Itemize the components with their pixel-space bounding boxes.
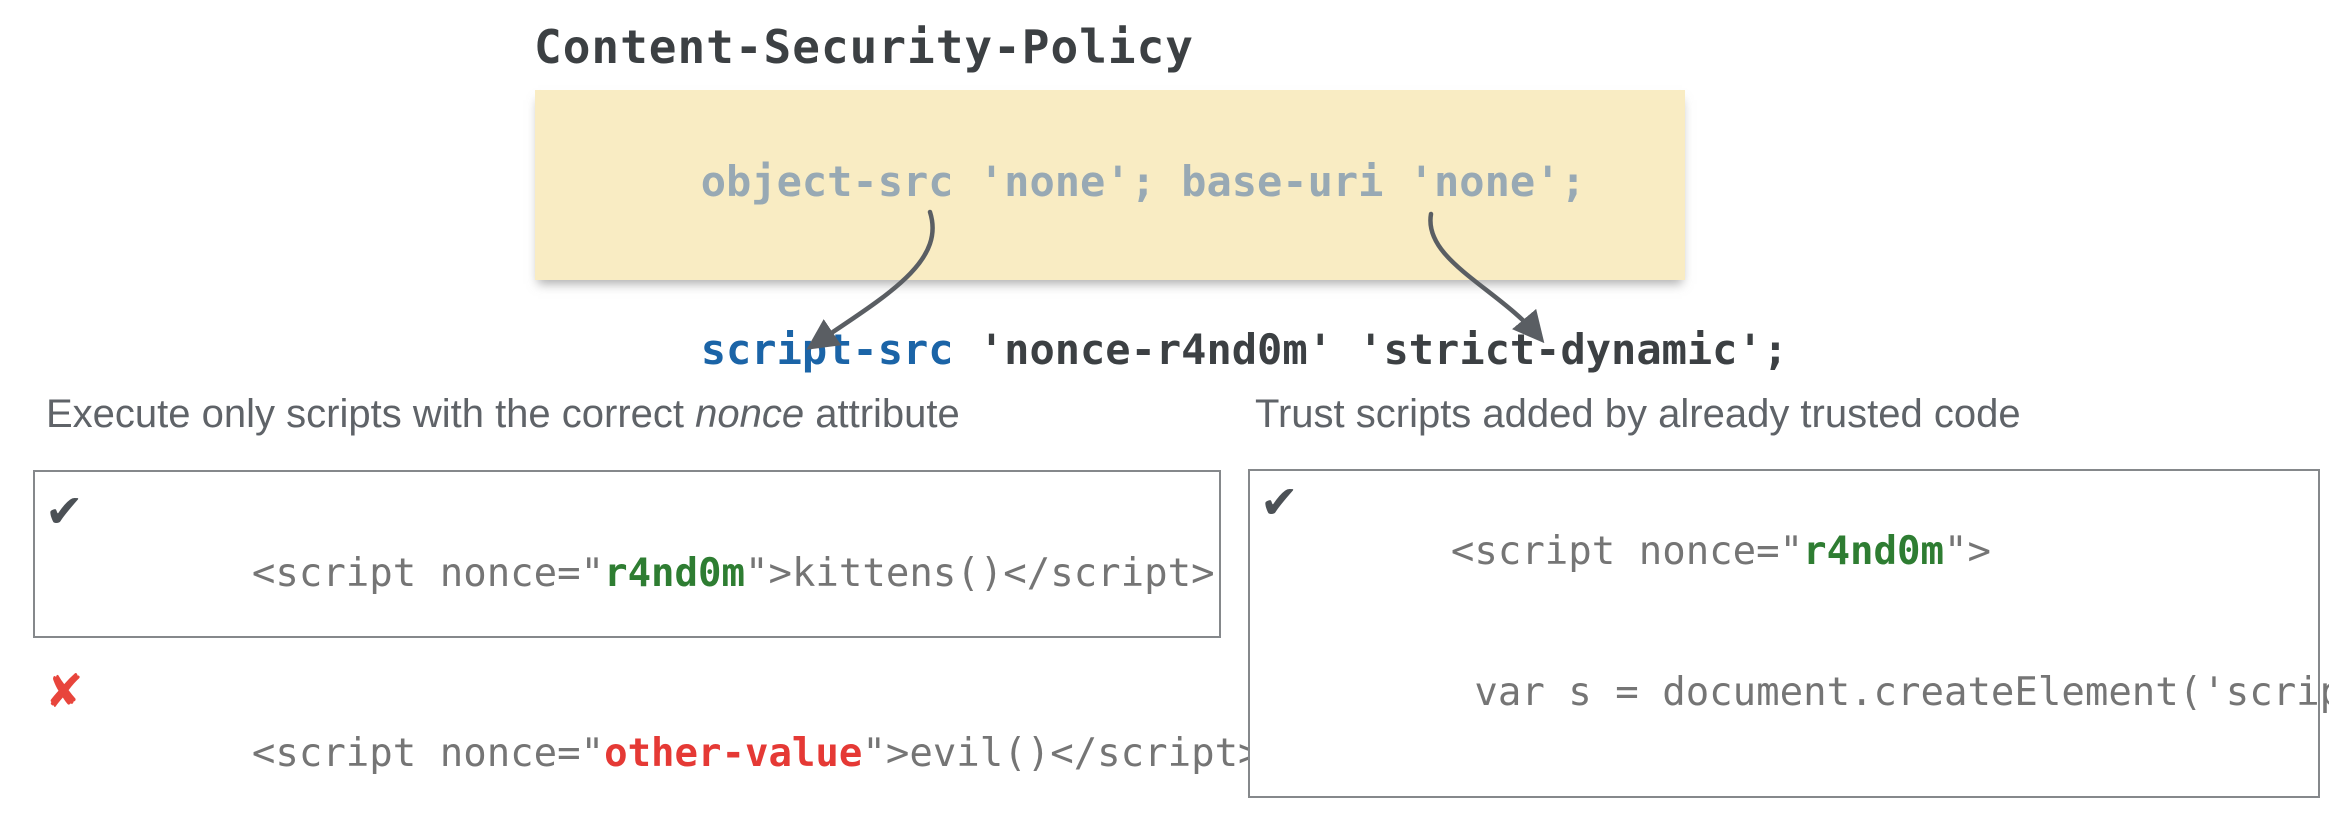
code-line-script-open: ✔<script nonce="r4nd0m"> xyxy=(1260,479,2318,622)
code-line-valid-nonce: ✔ <script nonce="r4nd0m">kittens()</scrip… xyxy=(45,484,1219,664)
policy-line-object-src: object-src 'none'; base-uri 'none'; xyxy=(549,98,1685,266)
code-text: var s = document.createElement('script') xyxy=(1450,670,2329,715)
nonce-value-bad: other-value xyxy=(604,731,863,776)
csp-policy-box: object-src 'none'; base-uri 'none'; scri… xyxy=(535,90,1788,374)
right-code-box: ✔<script nonce="r4nd0m"> var s = documen… xyxy=(1248,469,2329,813)
cross-icon: ✘ xyxy=(45,664,84,718)
page-title: Content-Security-Policy xyxy=(534,20,1194,74)
code-line-invalid-nonce: ✘ <script nonce="other-value">evil()</scr… xyxy=(45,664,1262,813)
code-text: "> xyxy=(1943,529,1991,574)
left-caption-post: attribute xyxy=(804,392,960,436)
check-icon: ✔ xyxy=(1260,475,1299,529)
code-text: s.src = "/path/to/script.js"; xyxy=(1451,811,2155,813)
left-caption-nonce: nonce xyxy=(695,392,805,436)
script-src-values: 'nonce-r4nd0m' 'strict-dynamic'; xyxy=(953,325,1789,374)
policy-line-object-src-text: object-src 'none'; base-uri 'none'; xyxy=(700,157,1586,206)
code-text: ">kittens()</script> xyxy=(744,551,1215,596)
left-caption: Execute only scripts with the correct no… xyxy=(46,392,960,437)
code-text: <script nonce=" xyxy=(251,731,605,776)
left-code-box: ✔<script nonce="r4nd0m">kittens()</scrip… xyxy=(33,470,1262,776)
left-caption-pre: Execute only scripts with the correct xyxy=(46,392,696,436)
nonce-value-good: r4nd0m xyxy=(1803,529,1944,574)
code-text: <script nonce=" xyxy=(1450,529,1804,574)
code-text: ">evil()</script> xyxy=(862,731,1262,776)
code-text: <script nonce=" xyxy=(251,551,605,596)
nonce-value-good: r4nd0m xyxy=(604,551,745,596)
right-caption: Trust scripts added by already trusted c… xyxy=(1255,392,2021,436)
code-line-create-element: var s = document.createElement('script') xyxy=(1310,622,2329,763)
check-icon: ✔ xyxy=(45,484,84,538)
code-line-set-src: s.src = "/path/to/script.js"; xyxy=(1310,763,2318,813)
script-src-directive: script-src xyxy=(700,325,954,374)
